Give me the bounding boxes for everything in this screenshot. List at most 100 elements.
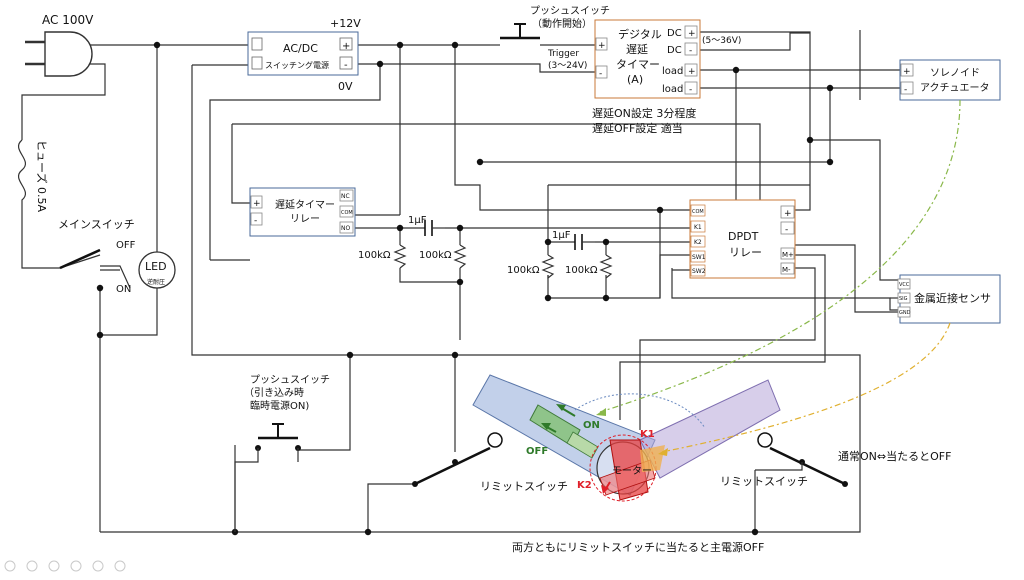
push-pull-switch [234,423,301,532]
psu-minus: - [344,60,348,71]
delay-relay-label-2: リレー [290,214,320,225]
normal-on-label: 通常ON⇔当たるとOFF [838,449,951,463]
dpdt-k2: K2 [694,239,702,246]
dpdt-sw1: SW1 [692,254,706,261]
led-label: LED [145,260,167,273]
junctions [96,41,834,536]
timer-dc2: DC [667,45,682,56]
capacitor-2 [574,234,595,250]
slide-toolbar[interactable] [4,560,126,572]
psu-sub: スイッチング電源 [265,60,329,70]
timer-line2: 遅延 [626,43,648,56]
r4-label: 100kΩ [565,265,598,276]
dpdt-k1: K1 [694,224,702,231]
solenoid-minus: - [904,85,907,95]
dpdt-label-1: DPDT [728,230,759,243]
dpdt-com: COM [692,209,704,215]
main-switch-on-label: ON [116,284,131,295]
trigger-label-1: Trigger [547,49,579,59]
push-pull-label-1: プッシュスイッチ [250,374,330,386]
led-sub-label: 逆耐圧 [147,278,165,286]
arm-on-label: ON [583,420,600,431]
plus12v-label: +12V [330,17,361,30]
solenoid-label-2: アクチュエータ [920,82,990,94]
sensor-label: 金属近接センサ [914,291,991,305]
limit-switch-right [755,432,848,487]
dpdt-m-minus: M- [782,266,791,274]
k1-label: K1 [640,429,655,440]
main-switch-lever [59,248,101,270]
timer-range: (5～36V) [702,36,741,46]
dpdt-m-plus: M+ [782,251,794,259]
timer-line4: (A) [627,73,643,86]
trigger-label-2: (3～24V) [548,61,587,71]
bottom-note: 両方ともにリミットスイッチに当たると主電源OFF [512,540,764,554]
delay-on-note: 遅延ON設定 3分程度 [592,106,696,120]
solenoid-module: + - ソレノイド アクチュエータ [899,59,1001,101]
psu-plus: + [342,41,350,52]
motor-label: モーター [612,465,652,477]
timer-dc-minus: - [689,46,692,56]
cap2-label: 1μF [552,230,571,241]
relay-no: NO [341,225,350,232]
digital-timer-module: + - + - + - デジタル 遅延 タイマー (A) DC DC load … [594,19,701,99]
timer-dc1: DC [667,28,682,39]
push-pull-label-3: 臨時電源ON) [250,399,309,412]
dpdt-label-2: リレー [729,246,762,259]
sensor-sig: SIG [899,296,908,302]
r2-label: 100kΩ [419,250,452,261]
capacitor-1 [424,220,445,236]
led-indicator: LED 逆耐圧 [138,251,176,289]
delay-relay-label-1: 遅延タイマー [275,199,335,211]
delay-off-note: 遅延OFF設定 適当 [592,121,683,135]
timer-dc-plus: + [688,29,696,39]
dpdt-relay-module: COM K1 K2 SW1 SW2 + - M+ M- DPDT リレー [689,199,796,279]
push-start-switch [490,23,540,46]
timer-line1: デジタル [618,27,662,41]
zero-v-label: 0V [338,80,353,93]
timer-trig-plus: + [598,41,606,51]
dpdt-minus: - [785,225,788,235]
sensor-vcc: VCC [899,282,910,288]
resistors [393,244,613,280]
timer-load2: load [662,84,683,95]
timer-load-minus: - [689,85,692,95]
relay-nc: NC [341,193,350,200]
arm-off-label: OFF [526,446,548,457]
main-switch-off-label: OFF [116,240,136,251]
r1-label: 100kΩ [358,250,391,261]
push-start-label-2: （動作開始） [532,17,592,30]
relay-minus: - [254,216,257,226]
limit-switch-left [412,432,503,487]
psu-title: AC/DC [283,42,318,55]
push-pull-label-2: （引き込み時 [244,387,304,399]
relay-com: COM [341,210,353,216]
solenoid-plus: + [903,67,911,77]
solenoid-label-1: ソレノイド [930,68,980,79]
timer-trig-minus: - [599,69,602,79]
ac-source-label: AC 100V [42,13,94,27]
main-switch-label: メインスイッチ [58,218,135,231]
fuse-label: ヒューズ 0.5A [35,140,49,212]
delay-relay-module: + - 遅延タイマー リレー NC COM NO [249,187,356,237]
relay-plus: + [253,199,261,209]
timer-line3: タイマー [616,58,660,71]
metal-sensor-module: VCC SIG GND 金属近接センサ [897,274,1001,324]
fuse-icon [18,139,26,210]
r3-label: 100kΩ [507,265,540,276]
cap1-label: 1μF [408,215,427,226]
ac-plug-icon [25,31,93,77]
limit-right-label: リミットスイッチ [720,475,808,488]
mechanism [472,374,781,502]
timer-load1: load [662,66,683,77]
sensor-gnd: GND [899,310,911,316]
psu-module: AC/DC スイッチング電源 + - [247,31,359,76]
limit-left-label: リミットスイッチ [480,480,568,493]
dpdt-plus: + [784,209,792,219]
dpdt-sw2: SW2 [692,268,706,275]
k2-label: K2 [577,480,592,491]
push-start-label-1: プッシュスイッチ [530,5,610,17]
timer-load-plus: + [688,67,696,77]
